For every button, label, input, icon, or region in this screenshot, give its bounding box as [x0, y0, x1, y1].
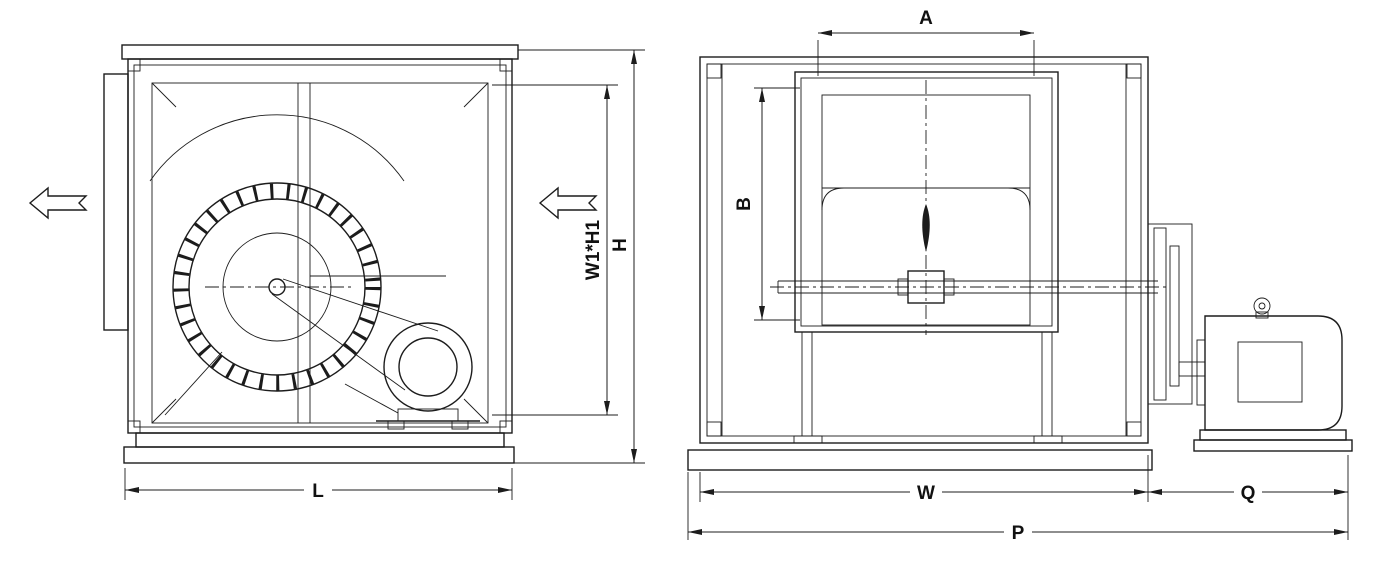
drive-belt	[1169, 245, 1180, 387]
airflow-arrow-icon	[539, 187, 597, 219]
motor-body	[1204, 315, 1343, 431]
dim-b-label: B	[734, 197, 755, 211]
front-view: A B W Q P	[687, 8, 1353, 544]
dim-l-label: L	[312, 481, 324, 502]
dim-p-label: P	[1012, 523, 1025, 544]
motor-side	[344, 322, 480, 430]
belt	[271, 278, 439, 391]
dim-a-label: A	[919, 8, 933, 29]
dim-p: P	[687, 472, 1348, 544]
motor-base	[1193, 439, 1353, 452]
shaft-pointer	[922, 204, 930, 252]
dim-q: Q	[1148, 455, 1349, 540]
lifting-eye-icon	[1253, 297, 1271, 315]
fan-impeller	[172, 182, 382, 392]
fan-shaft	[770, 270, 1170, 304]
front-base	[687, 449, 1153, 471]
motor-pulley	[398, 337, 458, 397]
dim-w-label: W	[917, 483, 935, 504]
volute-arc	[149, 114, 405, 182]
dim-a: A	[817, 8, 1035, 76]
impeller-blades	[173, 183, 381, 391]
side-view: W1*H1 H L	[29, 44, 645, 502]
airflow-arrow-icon	[29, 187, 87, 219]
dim-h: H	[514, 49, 645, 464]
dim-q-label: Q	[1241, 483, 1256, 504]
dim-h-label: H	[610, 238, 631, 252]
fan-pulley	[1153, 227, 1167, 401]
dim-w: W	[699, 455, 1149, 504]
frame	[699, 56, 1149, 444]
inner-panel	[149, 82, 489, 424]
dim-l: L	[124, 468, 513, 502]
fan-housing	[793, 71, 1063, 444]
side-base	[123, 432, 515, 464]
pulley-assembly	[1147, 223, 1193, 405]
motor-front	[1178, 297, 1353, 452]
dim-w1h1: W1*H1	[492, 84, 618, 416]
dim-w1h1-label: W1*H1	[583, 219, 604, 280]
dim-b: B	[734, 87, 800, 321]
